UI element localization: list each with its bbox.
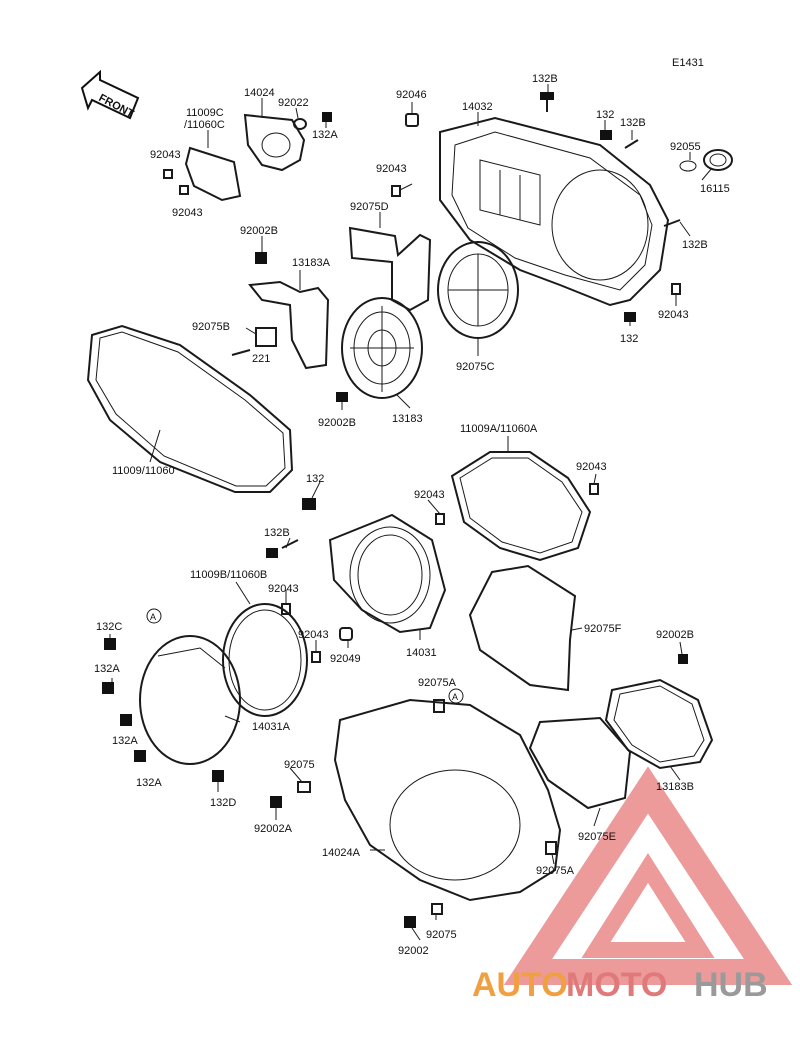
front-arrow-icon: FRONT [80, 69, 140, 121]
label-92075F: 92075F [584, 623, 622, 635]
label-132-r2: 132 [620, 333, 638, 345]
label-92043-m3: 92043 [268, 583, 299, 595]
label-11009-11060: 11009/11060 [112, 465, 175, 477]
gasket-11009B [222, 603, 321, 717]
label-13183A: 13183A [292, 257, 331, 269]
label-92075D: 92075D [350, 201, 389, 213]
cover-14031 [328, 513, 447, 641]
bolt-132A-top [322, 112, 332, 122]
circle-marker-a1: A [150, 612, 156, 622]
label-132B-r1: 132B [620, 117, 646, 129]
label-132-r1: 132 [596, 109, 614, 121]
label-132A-3: 132A [136, 777, 162, 789]
label-11060C: /11060C [184, 119, 225, 131]
label-92002B-top: 92002B [240, 225, 278, 237]
label-92043-m1: 92043 [576, 461, 607, 473]
label-132B-mid: 132B [264, 527, 290, 539]
label-92002: 92002 [398, 945, 429, 957]
bolt-132B-r2 [663, 219, 681, 227]
pins-92043-tl [163, 169, 189, 195]
bolts-132-left [102, 638, 224, 782]
cap-92046 [405, 113, 419, 127]
clamp-92075B [231, 327, 277, 356]
label-11009C: 11009C [186, 107, 224, 119]
bolt-132B-top [540, 92, 554, 112]
filter-13183 [336, 297, 423, 402]
label-92075B: 92075B [192, 321, 230, 333]
filter-13183B [604, 654, 714, 770]
watermark-text-hub: HUB [694, 966, 768, 1004]
label-14024-top: 14024 [244, 87, 275, 99]
cover-14031A: A [139, 608, 241, 765]
label-132-mid: 132 [306, 473, 324, 485]
cover-14024A: A [333, 688, 562, 902]
label-92043-m4: 92043 [298, 629, 329, 641]
label-14032: 14032 [462, 101, 493, 113]
label-92043-tl1: 92043 [150, 149, 181, 161]
label-11009A: 11009A/11060A [460, 423, 538, 435]
gasket-11009-11060 [86, 324, 294, 493]
label-92022: 92022 [278, 97, 309, 109]
label-92002B-right: 92002B [656, 629, 694, 641]
gasket-11009C [184, 146, 242, 202]
label-14024A: 14024A [322, 847, 361, 859]
label-92043-m2: 92043 [414, 489, 445, 501]
fasteners-bottom [270, 781, 443, 928]
label-132D: 132D [210, 797, 236, 809]
cover-14032 [439, 116, 670, 307]
label-132B-r2: 132B [682, 239, 708, 251]
pin-92043-r [671, 283, 681, 295]
label-132A-2: 132A [112, 735, 138, 747]
bolt-132-r2 [624, 312, 636, 322]
label-92043-tl2: 92043 [172, 207, 203, 219]
label-92002A: 92002A [254, 823, 293, 835]
label-13183: 13183 [392, 413, 423, 425]
label-92049: 92049 [330, 653, 361, 665]
label-13183B: 13183B [656, 781, 694, 793]
label-92043-c: 92043 [376, 163, 407, 175]
bolt-132B-r1 [624, 139, 639, 149]
label-16115: 16115 [700, 183, 730, 195]
bolts-132-mid [266, 498, 316, 558]
bolt-132-r1 [600, 130, 612, 140]
label-92055: 92055 [670, 141, 701, 153]
label-132B-top: 132B [532, 73, 558, 85]
sheet-92075F [468, 564, 577, 692]
label-92075-bottom: 92075 [426, 929, 457, 941]
watermark-logo: AUTO MOTO HUB [472, 766, 793, 1004]
label-132A-1: 132A [94, 663, 120, 675]
label-92043-r: 92043 [658, 309, 689, 321]
label-92075C: 92075C [456, 361, 495, 373]
gasket-11009A [435, 451, 599, 562]
cover-14024-small [243, 113, 306, 172]
label-132C: 132C [96, 621, 122, 633]
ring-92022 [293, 118, 307, 130]
label-92002B-mid: 92002B [318, 417, 356, 429]
bracket-13183A [248, 252, 330, 370]
label-92046: 92046 [396, 89, 427, 101]
plug-16115 [679, 149, 733, 172]
sheet-92075E [528, 716, 632, 810]
callout-labels: E1431 132B 92046 14032 132 132B 92055 16… [94, 57, 730, 957]
leader-lines [109, 84, 713, 941]
label-14031A: 14031A [252, 721, 291, 733]
label-92075: 92075 [284, 759, 315, 771]
pin-92043-c [391, 185, 401, 197]
watermark-text-moto: MOTO [566, 966, 667, 1004]
circle-marker-a2: A [452, 692, 458, 702]
label-221: 221 [252, 353, 270, 365]
duct-92075D [348, 226, 432, 312]
label-14031: 14031 [406, 647, 437, 659]
label-92075A-2: 92075A [536, 865, 575, 877]
label-132A-top: 132A [312, 129, 338, 141]
label-92075A-1: 92075A [418, 677, 457, 689]
screen-92075C [437, 241, 519, 339]
diagram-code: E1431 [672, 57, 704, 69]
label-11009B: 11009B/11060B [190, 569, 267, 581]
watermark-text-auto: AUTO [472, 966, 568, 1004]
label-92075E: 92075E [578, 831, 616, 843]
